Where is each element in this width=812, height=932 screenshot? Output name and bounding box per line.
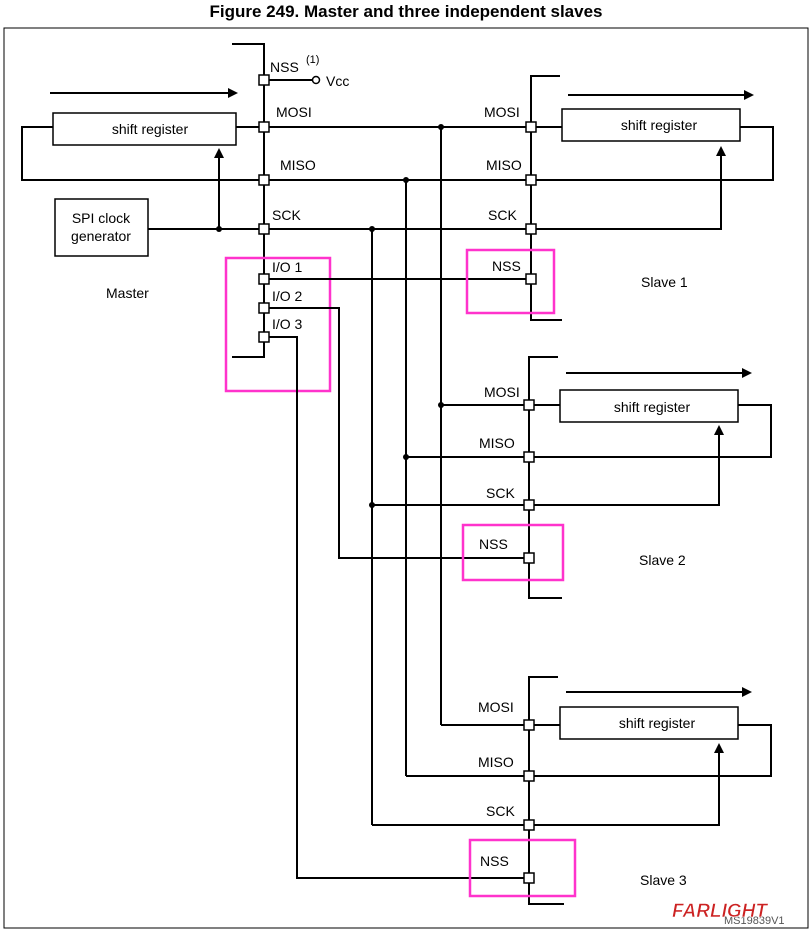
slave-1-nss-highlight [465,248,556,315]
slave-2-miso-label: MISO [479,435,515,451]
bus-lines [264,124,531,879]
slave-1-sck-label: SCK [488,207,517,223]
slave-1-shift-register [561,108,741,142]
master-io1-pin [258,273,270,285]
master-sck-label: SCK [272,207,301,223]
slave-3-nss-label: NSS [480,853,509,869]
slave-1-mosi-label: MOSI [484,104,520,120]
slave-2-nss-pin [523,552,535,564]
slave-2-label: Slave 2 [639,552,686,568]
master-nss-pin [258,74,270,86]
slave-3-sck-label: SCK [486,803,515,819]
slave-3-mosi-label: MOSI [478,699,514,715]
watermark: MS19839V1 FARLIGHT [672,901,785,927]
master-label: Master [106,285,149,301]
slave-1-sck-pin [525,223,537,235]
slave-3-label: Slave 3 [640,872,687,888]
slave-2-mosi-pin [523,399,535,411]
master-io-highlight [224,256,332,393]
slave-3-block: shift register MOSI MISO SCK NSS Slave 3 [468,676,772,905]
slave-1-nss-label: NSS [492,258,521,274]
clock-gen-label-2: generator [71,228,131,244]
slave-2-nss-label: NSS [479,536,508,552]
pins [258,74,537,884]
master-nss-note: (1) [306,54,319,66]
slave-1-mosi-pin [525,121,537,133]
slave-3-nss-pin [523,872,535,884]
master-io3-label: I/O 3 [272,316,303,332]
slave-1-block: shift register MOSI MISO SCK NSS Slave 1 [465,75,774,321]
slave-2-sck-pin [523,499,535,511]
slave-1-miso-pin [525,174,537,186]
farlight-logo: FARLIGHT [672,901,768,922]
slave-2-miso-pin [523,451,535,463]
slave-1-miso-label: MISO [486,157,522,173]
master-sck-pin [258,223,270,235]
slave-3-sck-pin [523,819,535,831]
master-nss-label: NSS [270,59,299,75]
figure-code: MS19839V1 [724,915,785,927]
master-block: NSS (1) Vcc shift register SPI clock gen… [21,43,349,393]
master-mosi-label: MOSI [276,104,312,120]
master-miso-label: MISO [280,157,316,173]
master-io1-label: I/O 1 [272,259,303,275]
slave-2-shift-register-label: shift register [614,399,691,415]
figure-frame [3,27,809,929]
slave-3-shift-register-label: shift register [619,715,696,731]
master-shift-register-label: shift register [112,121,189,137]
slave-1-label: Slave 1 [641,274,688,290]
slave-3-miso-pin [523,770,535,782]
slave-3-shift-register [559,706,739,740]
master-io2-pin [258,302,270,314]
master-mosi-pin [258,121,270,133]
master-miso-pin [258,174,270,186]
slave-2-sck-label: SCK [486,485,515,501]
slave-3-nss-highlight [468,838,577,898]
slave-2-mosi-label: MOSI [484,384,520,400]
slave-1-shift-register-label: shift register [621,117,698,133]
spi-clock-generator [54,198,149,257]
master-vcc-label: Vcc [326,73,349,89]
master-shift-register [52,112,237,146]
clock-gen-label-1: SPI clock [72,210,131,226]
slave-3-mosi-pin [523,719,535,731]
slave-1-nss-pin [525,273,537,285]
slave-2-block: shift register MOSI MISO SCK NSS Slave 2 [461,356,772,599]
slave-3-miso-label: MISO [478,754,514,770]
slave-2-nss-highlight [461,523,565,582]
master-io2-label: I/O 2 [272,288,303,304]
master-io3-pin [258,331,270,343]
figure-title: Figure 249. Master and three independent… [209,2,602,21]
